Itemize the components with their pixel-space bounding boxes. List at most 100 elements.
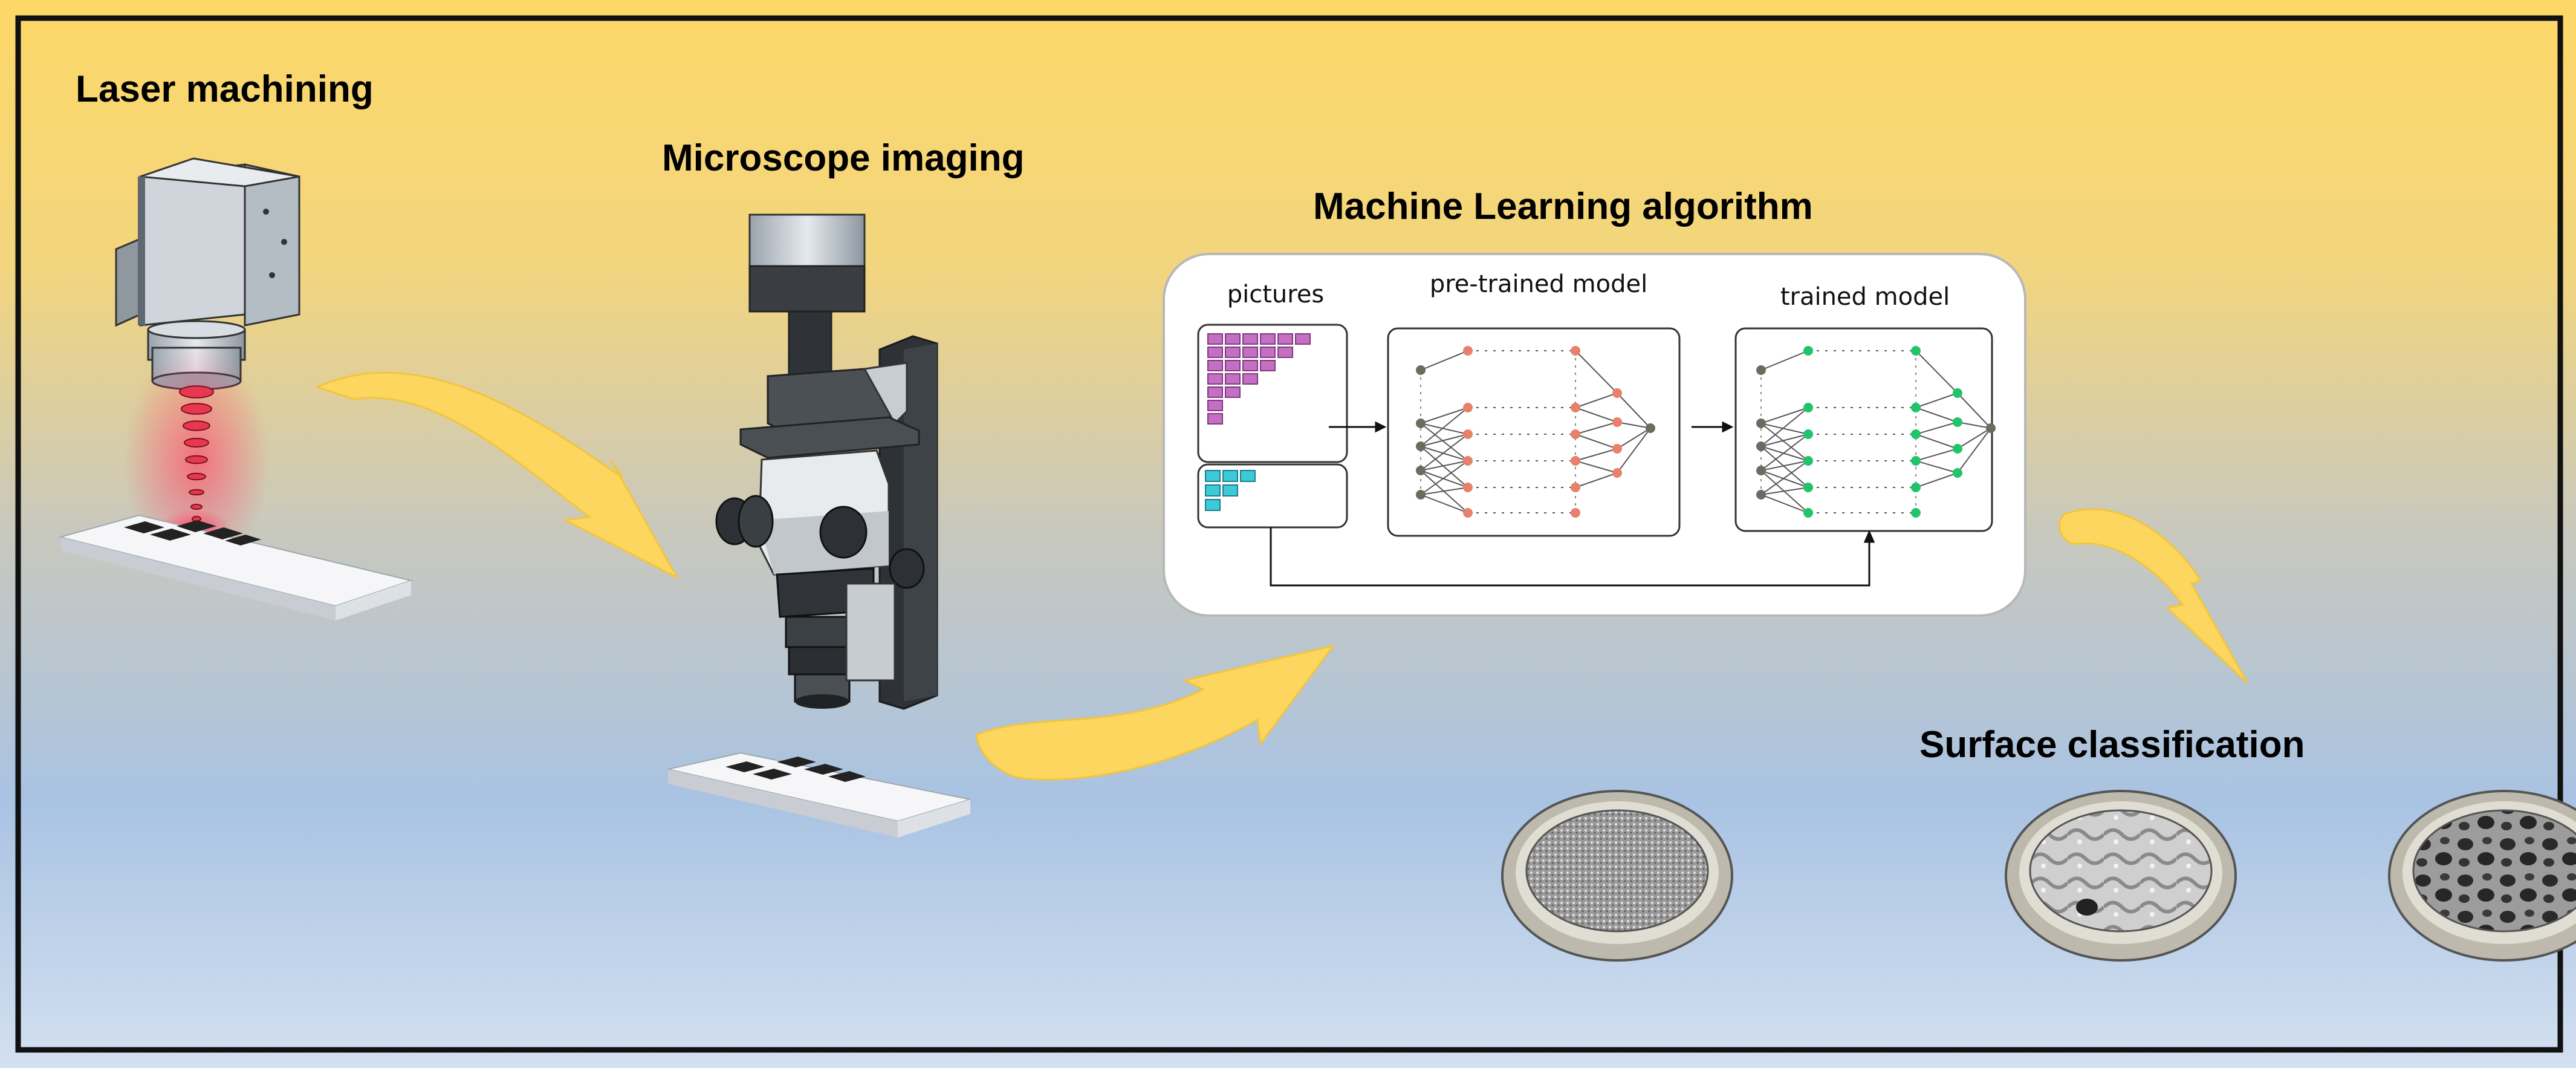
picture-thumbnail <box>1277 333 1293 345</box>
picture-thumbnail <box>1242 347 1258 358</box>
laser-beam-disc <box>189 489 204 496</box>
network-connection <box>1760 423 1809 461</box>
network-connection <box>1957 428 1991 449</box>
network-node <box>1911 429 1921 439</box>
network-node <box>1463 508 1473 518</box>
network-connection <box>1915 434 1958 449</box>
network-connection <box>1420 423 1468 435</box>
network-connection <box>1575 422 1618 435</box>
network-node <box>1803 456 1813 466</box>
network-connection <box>1915 392 1958 408</box>
network-connection <box>1575 392 1618 408</box>
network-node <box>1756 418 1766 428</box>
picture-thumbnail <box>1207 347 1223 358</box>
trained-model-label: trained model <box>1780 283 1950 311</box>
network-node <box>1756 365 1766 375</box>
network-node <box>1756 466 1766 475</box>
surface-classification-title: Surface classification <box>1919 724 2305 766</box>
trained-network <box>1756 346 1996 518</box>
network-node <box>1953 388 1962 398</box>
network-node <box>1463 483 1473 492</box>
network-connection <box>1617 422 1651 429</box>
picture-thumbnail <box>1207 400 1223 411</box>
network-connection <box>1760 350 1809 371</box>
network-node <box>1612 444 1622 454</box>
network-connection <box>1915 448 1958 461</box>
network-node <box>1416 418 1426 428</box>
picture-thumbnail <box>1225 360 1241 371</box>
picture-thumbnail <box>1225 386 1241 398</box>
picture-thumbnail <box>1225 373 1241 385</box>
network-connection <box>1957 428 1991 474</box>
network-node <box>1463 429 1473 439</box>
network-node <box>1911 483 1921 492</box>
picture-thumbnail <box>1222 470 1238 482</box>
network-connection <box>1957 422 1991 429</box>
network-node <box>1911 346 1921 356</box>
network-connection <box>1760 460 1809 495</box>
picture-thumbnail <box>1295 333 1311 345</box>
picture-thumbnail <box>1207 333 1223 345</box>
network-connection <box>1420 470 1468 488</box>
network-node <box>1803 483 1813 492</box>
network-node <box>1612 388 1622 398</box>
pictures-new-set <box>1205 470 1256 511</box>
picture-thumbnail <box>1222 484 1238 497</box>
network-connection <box>1957 392 1991 429</box>
network-connection <box>1420 446 1468 461</box>
arrow-microscope-to-ml <box>975 644 1335 781</box>
network-node <box>1911 456 1921 466</box>
network-connection <box>1575 434 1618 449</box>
laser-beam-disc <box>184 438 209 448</box>
picture-thumbnail <box>1207 373 1223 385</box>
network-node <box>1612 417 1622 427</box>
pretrained-model-box <box>1387 327 1681 537</box>
network-connection <box>1915 460 1958 474</box>
network-node <box>1571 403 1580 412</box>
trained-model-box <box>1734 327 1993 532</box>
flow-arrows <box>1270 421 1875 587</box>
picture-thumbnail <box>1277 347 1293 358</box>
network-node <box>1756 490 1766 500</box>
laser-beam-disc <box>181 403 212 415</box>
network-connection <box>1760 446 1809 488</box>
network-node <box>1911 403 1921 412</box>
fine-texture-sample <box>1501 790 1733 962</box>
picture-thumbnail <box>1242 333 1258 345</box>
network-connection <box>1915 350 1958 394</box>
network-connection <box>1760 434 1809 447</box>
network-node <box>1571 483 1580 492</box>
wavy-texture-sample <box>2005 790 2237 962</box>
network-connection <box>1575 472 1618 488</box>
network-connection <box>1760 407 1809 447</box>
network-connection <box>1420 434 1468 471</box>
network-connection <box>1575 407 1618 423</box>
network-node <box>1416 441 1426 451</box>
network-node <box>1803 346 1813 356</box>
picture-thumbnail <box>1207 413 1223 425</box>
network-node <box>1416 365 1426 375</box>
picture-thumbnail <box>1225 333 1241 345</box>
network-connection <box>1915 422 1958 435</box>
network-connection <box>1420 407 1468 424</box>
picture-thumbnail <box>1260 360 1276 371</box>
picture-thumbnail <box>1225 347 1241 358</box>
arrow-laser-to-microscope <box>314 371 680 580</box>
network-connection <box>1420 423 1468 461</box>
network-connection <box>1760 434 1809 471</box>
sample-surface <box>2029 809 2213 933</box>
network-node <box>1571 508 1580 518</box>
picture-thumbnail <box>1207 360 1223 371</box>
network-connection <box>1617 392 1651 429</box>
network-node <box>1986 423 1996 433</box>
laser-beam-discs <box>179 385 214 538</box>
network-connection <box>1420 407 1468 447</box>
laser-beam-disc <box>185 455 208 464</box>
pictures-training-box <box>1197 324 1348 463</box>
network-connection <box>1420 460 1468 471</box>
network-connection <box>1915 472 1958 488</box>
network-connection <box>1420 460 1468 495</box>
network-connection <box>1760 407 1809 424</box>
network-connection <box>1420 446 1468 488</box>
network-connection <box>1760 470 1809 488</box>
